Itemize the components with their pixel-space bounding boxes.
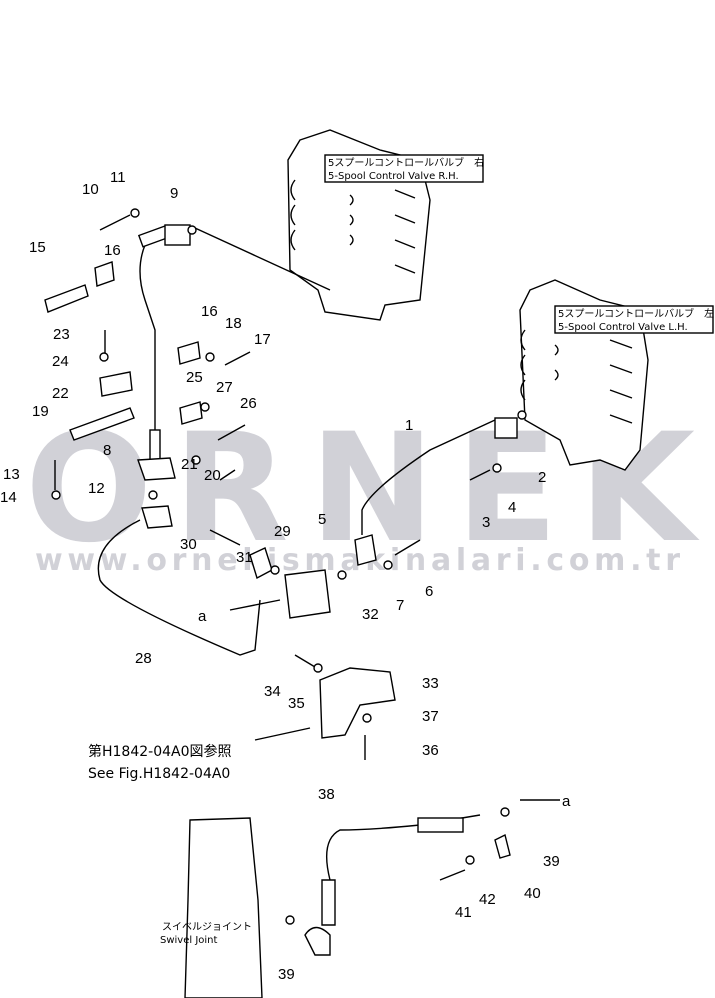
callout: 35 (288, 695, 305, 712)
valve-lh-caption-box (554, 305, 714, 334)
callout: 5 (318, 511, 326, 528)
callout: 29 (274, 523, 291, 540)
callout: 2 (538, 469, 546, 486)
callout: 25 (186, 369, 203, 386)
callout: 26 (240, 395, 257, 412)
callout: 8 (103, 442, 111, 459)
callout: 32 (362, 606, 379, 623)
bracket-33 (319, 667, 396, 739)
callout: 31 (236, 549, 253, 566)
callout: 11 (110, 169, 126, 186)
valve-rh-caption-jp: 5スプールコントロールバルブ 右 (328, 156, 484, 169)
callout-a: a (562, 793, 571, 810)
callout: 34 (264, 683, 281, 700)
callout: 37 (422, 708, 439, 725)
valve-rh-caption-box (324, 154, 484, 183)
callout: 38 (318, 786, 335, 803)
valve-rh-caption-en: 5-Spool Control Valve R.H. (328, 171, 459, 182)
callout: 9 (170, 185, 178, 202)
swivel-caption-jp: スイベルジョイント (162, 921, 252, 933)
callout: 10 (82, 181, 99, 198)
callout: 14 (0, 489, 17, 506)
callout: 13 (3, 466, 20, 483)
callout: 39 (543, 853, 560, 870)
callout: 39 (278, 966, 295, 983)
valve-lh-caption-jp: 5スプールコントロールバルブ 左 (558, 307, 714, 320)
callout: 19 (32, 403, 49, 420)
clamp-15 (44, 284, 89, 313)
callout-a: a (198, 608, 207, 625)
callout: 4 (508, 499, 516, 516)
block-32 (284, 569, 331, 619)
callout: 7 (396, 597, 404, 614)
callout: 33 (422, 675, 439, 692)
swivel-caption-en: Swivel Joint (160, 935, 218, 946)
callout: 12 (88, 480, 105, 497)
callout: 23 (53, 326, 70, 343)
callout: 22 (52, 385, 69, 402)
callout: 30 (180, 536, 197, 553)
swivel-joint (184, 817, 263, 998)
callout: 40 (524, 885, 541, 902)
callout: 24 (52, 353, 69, 370)
callout: 1 (405, 417, 413, 434)
callout: 6 (425, 583, 433, 600)
callout: 3 (482, 514, 490, 531)
callout: 41 (455, 904, 472, 921)
reference-note-jp: 第H1842-04A0図参照 (88, 743, 232, 760)
tubes-and-parts (44, 208, 560, 998)
valve-lh-caption-en: 5-Spool Control Valve L.H. (558, 322, 688, 333)
callout: 16 (201, 303, 218, 320)
callout: 18 (225, 315, 242, 332)
callout-labels: 1 2 3 4 5 6 7 8 9 10 11 12 13 14 15 16 1… (0, 169, 571, 983)
reference-note-en: See Fig.H1842-04A0 (88, 766, 230, 782)
callout: 20 (204, 467, 221, 484)
callout: 42 (479, 891, 496, 908)
callout: 15 (29, 239, 46, 256)
callout: 27 (216, 379, 233, 396)
callout: 16 (104, 242, 121, 259)
callout: 21 (181, 456, 198, 473)
callout: 28 (135, 650, 152, 667)
callout: 17 (254, 331, 271, 348)
callout: 36 (422, 742, 439, 759)
